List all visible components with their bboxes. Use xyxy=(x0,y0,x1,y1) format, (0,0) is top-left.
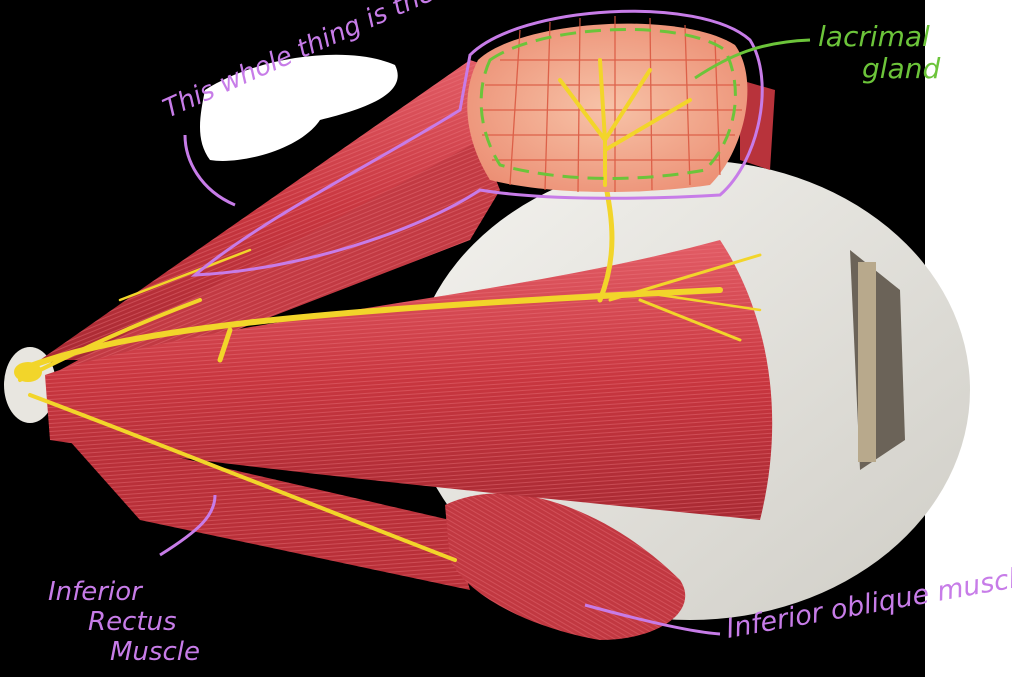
optic-nerve-yellow xyxy=(14,362,42,382)
green-pointer-lacrimal xyxy=(694,38,811,80)
gland-nerves xyxy=(558,58,692,187)
label-inferior-rectus-line2: Rectus xyxy=(88,607,177,637)
cornea-rim xyxy=(858,262,876,462)
superior-rectus-fibers xyxy=(60,140,500,375)
purple-region-outline xyxy=(190,9,764,277)
inferior-rectus-fibers xyxy=(60,430,470,590)
lateral-rectus-fibers xyxy=(45,240,773,520)
gland-dashed-outline xyxy=(479,28,737,180)
label-lacrimal-line1: lacrimal xyxy=(818,20,930,53)
label-inferior-rectus-line1: Inferior xyxy=(48,577,144,607)
purple-pointer-inferior-rectus xyxy=(159,494,217,557)
white-redaction-scribble xyxy=(200,54,398,161)
superior-levator-fibers xyxy=(40,60,500,360)
lacrimal-gland xyxy=(467,23,748,192)
label-inferior-rectus-line3: Muscle xyxy=(110,637,200,667)
label-lacrimal-line2: gland xyxy=(862,52,940,85)
inferior-oblique-fibers xyxy=(445,493,686,640)
nerve-branches xyxy=(17,177,762,562)
purple-pointer-whole xyxy=(183,134,236,207)
purple-pointer-inferior-oblique xyxy=(584,603,721,636)
